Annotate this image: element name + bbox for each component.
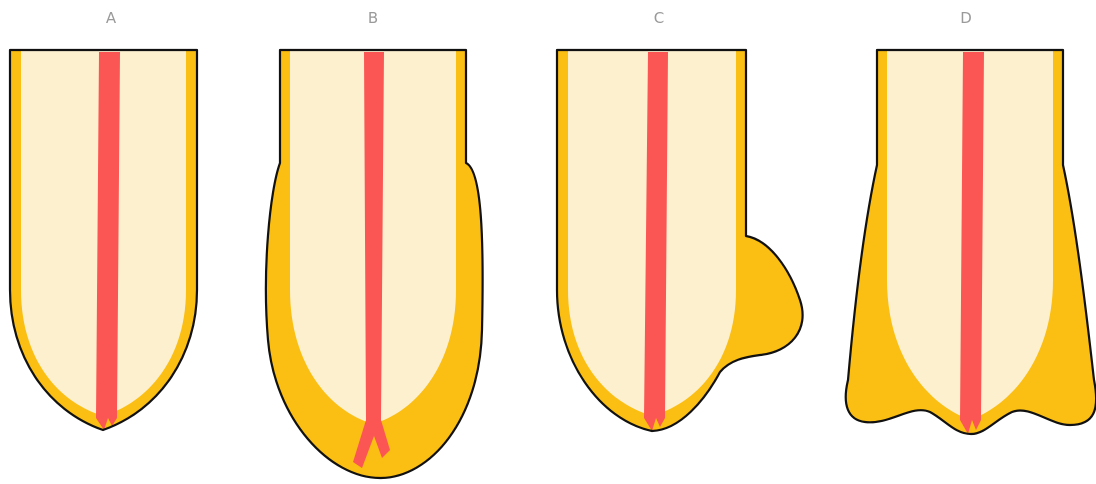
panel-b: B [266, 9, 483, 478]
panel-c-label: C [654, 9, 664, 27]
panel-c-pulp-canal [644, 52, 668, 431]
panel-a-pulp-canal [96, 52, 120, 430]
panel-a-label: A [106, 9, 117, 27]
panel-d-label: D [960, 9, 972, 27]
panel-d: D [846, 9, 1096, 434]
panel-d-pulp-canal [960, 52, 984, 434]
panel-c: C [557, 9, 803, 431]
panel-a: A [10, 9, 197, 430]
panel-b-label: B [368, 9, 378, 27]
